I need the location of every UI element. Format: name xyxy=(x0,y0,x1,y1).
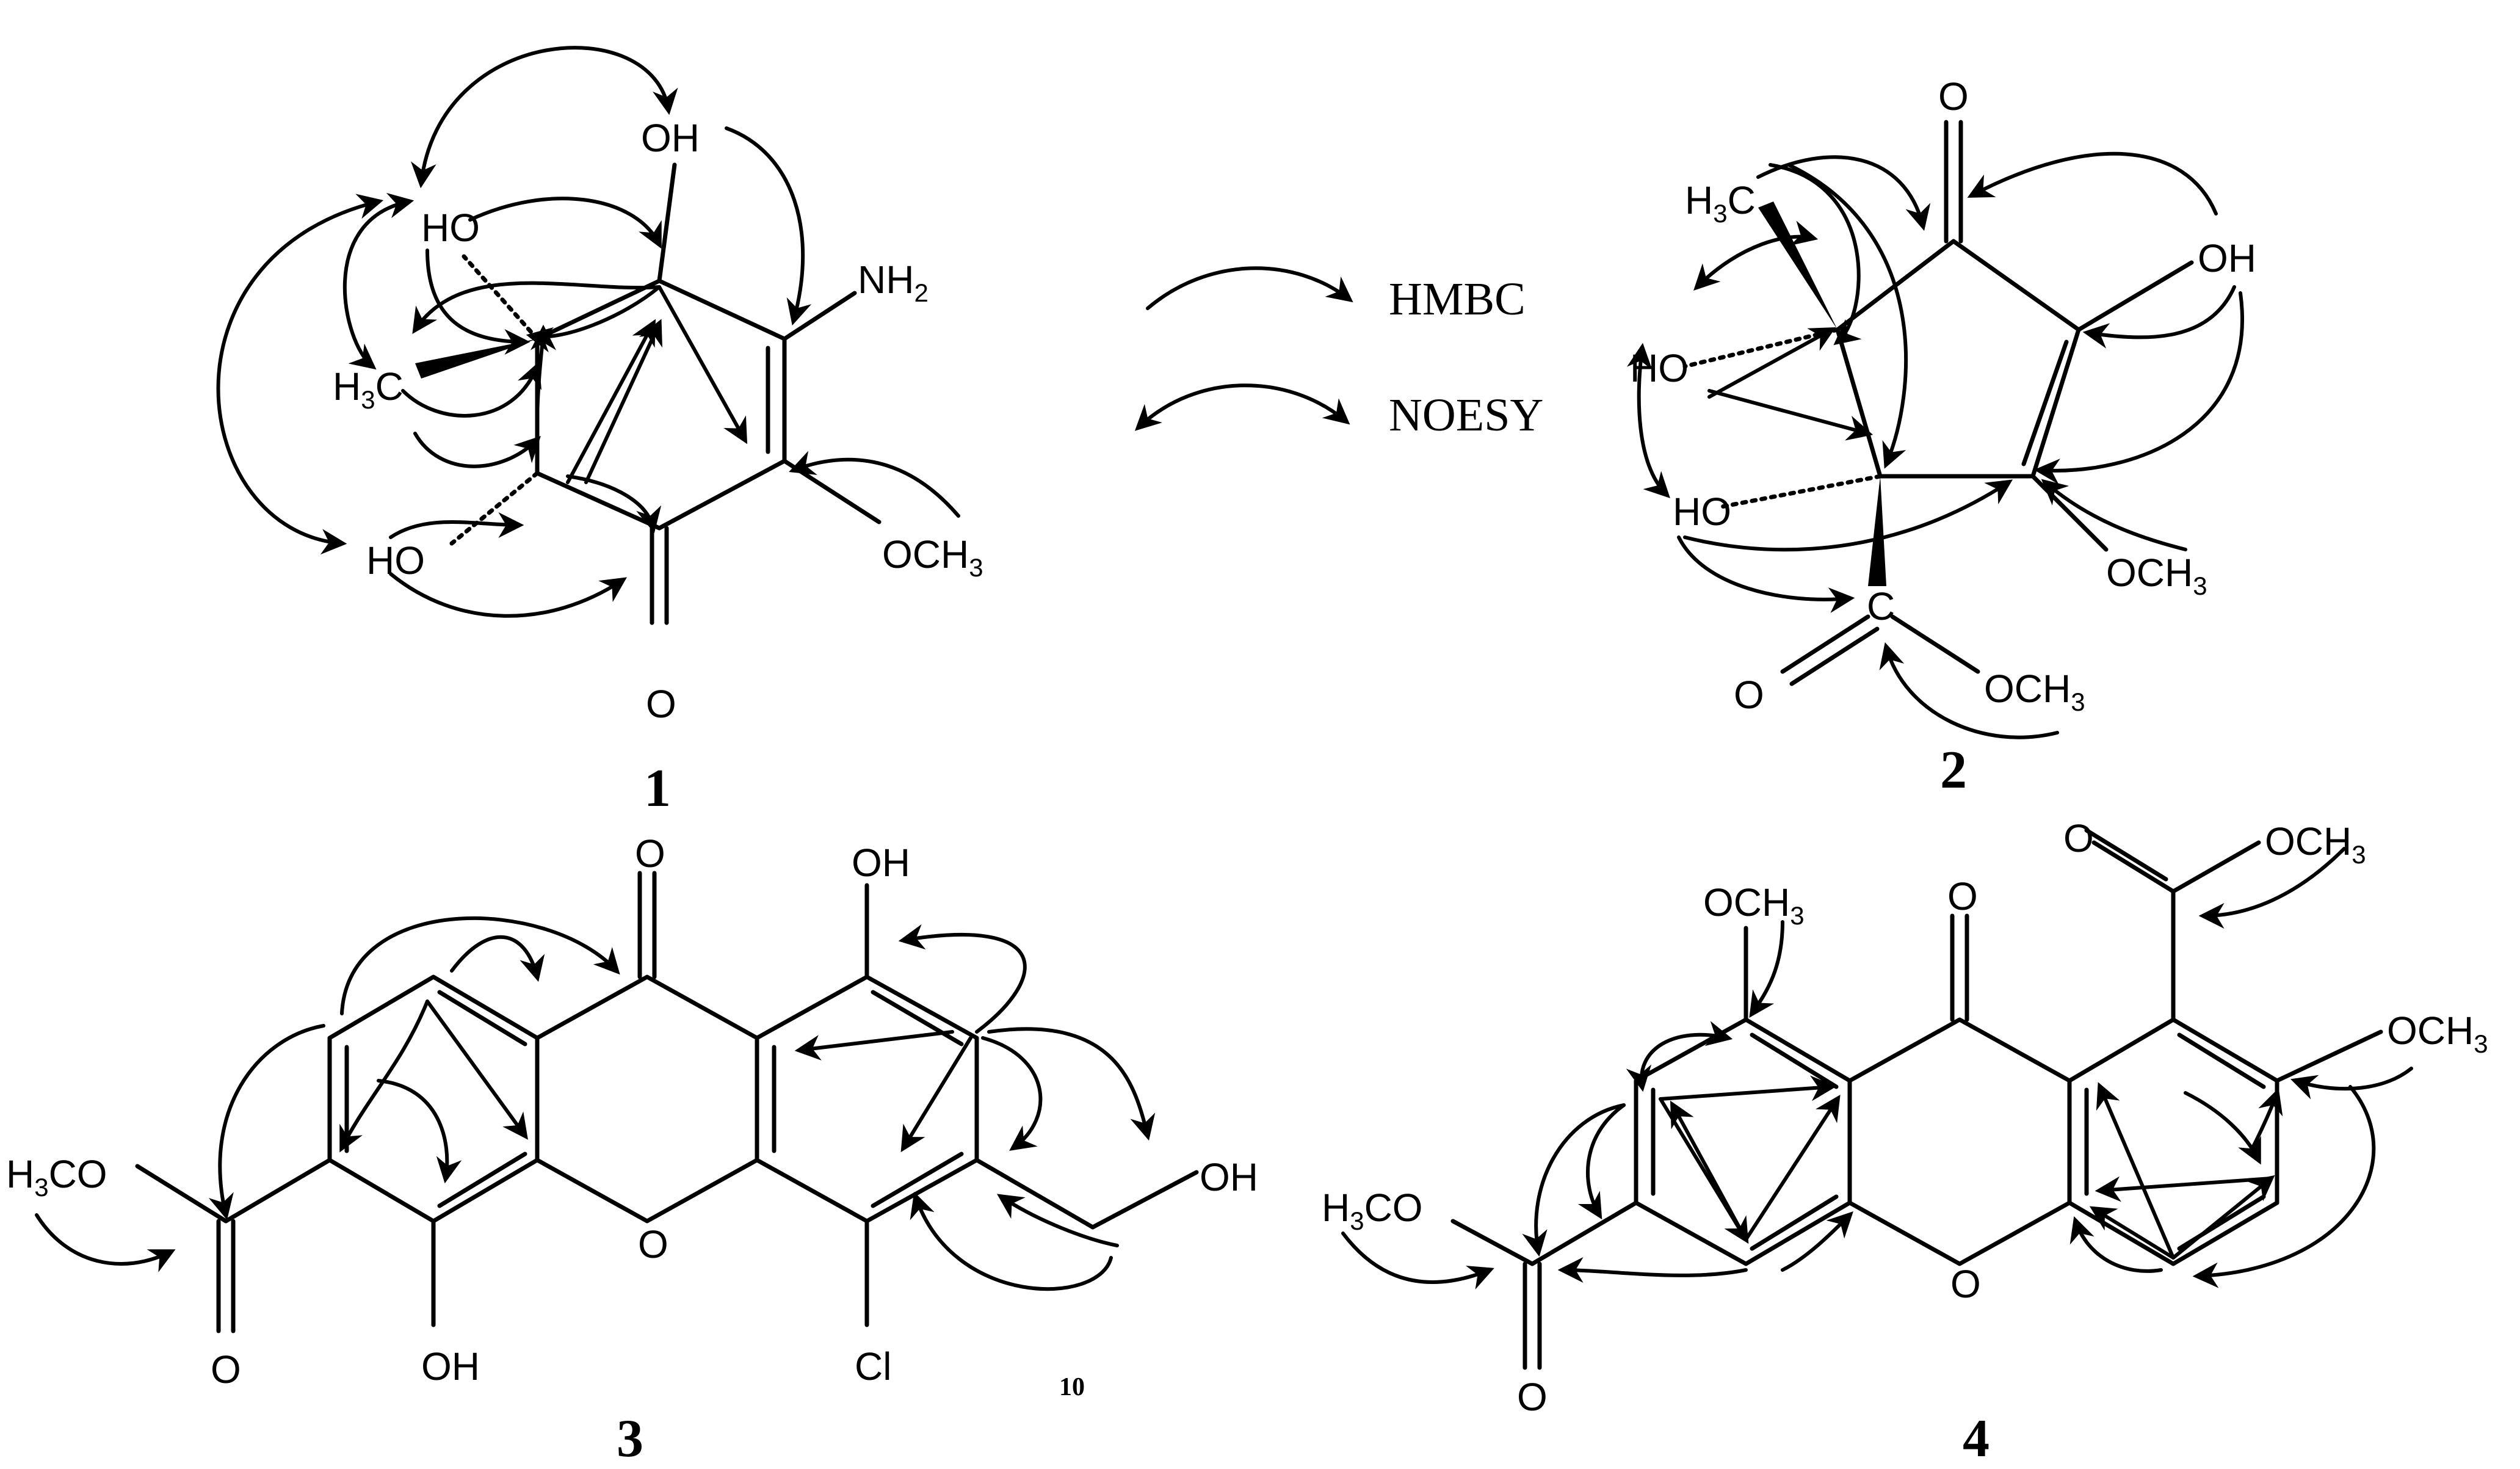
c1-nh2: NH2 xyxy=(858,258,929,307)
c3-carbonyl-o: O xyxy=(635,832,665,876)
c4-ester-o-top: O xyxy=(2063,816,2094,860)
c1-h3c: H3C xyxy=(333,365,404,414)
c4-ring-o: O xyxy=(1950,1262,1981,1306)
c2-ester-c: C xyxy=(1867,584,1895,628)
compound-1: OH HO NH2 H3C HO OCH3 O 1 xyxy=(216,46,983,818)
legend-noesy-label: NOESY xyxy=(1389,390,1543,441)
c3-ring-o: O xyxy=(638,1222,668,1266)
c2-och3-ring: OCH3 xyxy=(2106,551,2207,600)
c3-oh-right: OH xyxy=(1200,1155,1258,1199)
c2-carbonyl-o: O xyxy=(1938,74,1969,118)
c1-carbonyl-o: O xyxy=(646,682,676,726)
legend-hmbc-arrow xyxy=(1146,266,1353,310)
legend-noesy-arrow xyxy=(1134,383,1350,431)
c3-ester-o: O xyxy=(211,1347,241,1391)
compound-3: O OH H3CO O OH O OH Cl 10 3 xyxy=(6,832,1258,1468)
c1-och3: OCH3 xyxy=(882,532,983,582)
c2-ester-och3: OCH3 xyxy=(1984,667,2085,716)
compound-4: OCH3 O O OCH3 OCH3 H3CO O O 4 xyxy=(1322,816,2488,1468)
c4-och3-right: OCH3 xyxy=(2387,1009,2488,1058)
compound-2: O H3C OH HO HO OCH3 C O OCH3 2 xyxy=(1626,74,2256,800)
c3-cl: Cl xyxy=(855,1344,891,1388)
c2-ho-lower: HO xyxy=(1673,490,1731,534)
compound-3-number: 3 xyxy=(617,1409,643,1468)
c2-h3c: H3C xyxy=(1685,178,1756,228)
c2-oh: OH xyxy=(2198,236,2256,280)
c3-oh-top: OH xyxy=(852,841,910,885)
c4-h3co: H3CO xyxy=(1322,1186,1423,1235)
c3-h3co: H3CO xyxy=(6,1152,107,1202)
legend-hmbc-label: HMBC xyxy=(1389,274,1526,325)
c1-ho-upper: HO xyxy=(421,206,480,250)
c4-carbonyl-o: O xyxy=(1947,874,1978,918)
c4-och3-ester-top: OCH3 xyxy=(2265,819,2366,869)
compound-1-number: 1 xyxy=(644,759,671,818)
legend: HMBC NOESY xyxy=(1134,266,1543,441)
c2-ester-o: O xyxy=(1734,673,1764,717)
compound-4-number: 4 xyxy=(1963,1409,1990,1468)
c4-ester-o-bottom: O xyxy=(1517,1375,1548,1419)
c3-note: 10 xyxy=(1059,1373,1085,1401)
compound-2-number: 2 xyxy=(1940,741,1967,800)
c3-oh-bottom: OH xyxy=(421,1344,480,1388)
c4-och3-top-left: OCH3 xyxy=(1703,880,1805,930)
c1-oh-top: OH xyxy=(641,116,700,160)
